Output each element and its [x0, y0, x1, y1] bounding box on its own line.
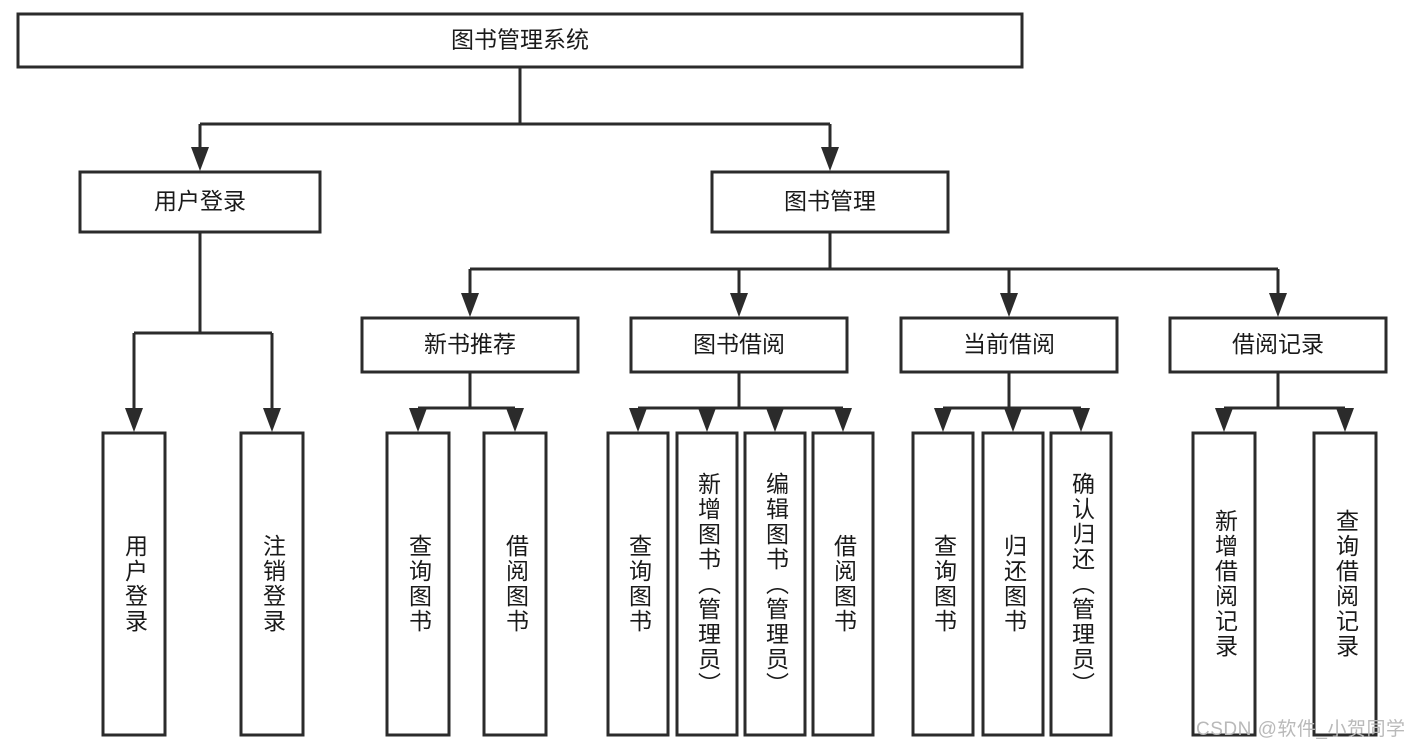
node-box-user-login[interactable] — [78, 170, 322, 234]
arrow-head — [629, 408, 647, 432]
node-box-borrow-record[interactable] — [1168, 316, 1388, 374]
node-label-new-book-recommend: 新书推荐 — [424, 331, 516, 357]
arrow-head — [506, 408, 524, 432]
node-label-current-borrow: 当前借阅 — [963, 331, 1055, 357]
arrow-head — [1004, 408, 1022, 432]
arrow-head — [1269, 293, 1287, 317]
csdn-watermark: CSDN @软件_小贺同学 — [1196, 719, 1405, 740]
node-box-leaf-edit-book[interactable] — [743, 431, 807, 737]
node-box-leaf-add-record[interactable] — [1191, 431, 1257, 737]
boxes-layer — [16, 12, 1388, 737]
node-box-new-book-recommend[interactable] — [360, 316, 580, 374]
node-box-leaf-query-book-3[interactable] — [911, 431, 975, 737]
node-box-leaf-query-book-2[interactable] — [606, 431, 670, 737]
arrow-head — [821, 147, 839, 171]
node-box-leaf-query-record[interactable] — [1312, 431, 1378, 737]
node-box-leaf-borrow-book-2[interactable] — [811, 431, 875, 737]
node-label-root: 图书管理系统 — [451, 27, 589, 53]
arrow-head — [191, 147, 209, 171]
arrow-head — [698, 408, 716, 432]
node-box-leaf-query-book-1[interactable] — [385, 431, 451, 737]
node-box-leaf-borrow-book-1[interactable] — [482, 431, 548, 737]
arrow-head — [125, 408, 143, 432]
arrow-head — [730, 293, 748, 317]
arrow-head — [1000, 293, 1018, 317]
node-box-leaf-user-login[interactable] — [101, 431, 167, 737]
node-box-current-borrow[interactable] — [899, 316, 1119, 374]
arrow-head — [461, 293, 479, 317]
node-label-user-login: 用户登录 — [154, 188, 246, 214]
node-box-book-manage[interactable] — [710, 170, 950, 234]
arrow-head — [1336, 408, 1354, 432]
node-box-leaf-return-book[interactable] — [981, 431, 1045, 737]
node-box-leaf-confirm-return[interactable] — [1049, 431, 1113, 737]
node-label-borrow-record: 借阅记录 — [1232, 331, 1324, 357]
arrow-head — [934, 408, 952, 432]
node-label-book-manage: 图书管理 — [784, 188, 876, 214]
arrow-head — [834, 408, 852, 432]
node-box-root[interactable] — [16, 12, 1024, 69]
node-box-leaf-add-book[interactable] — [675, 431, 739, 737]
node-box-leaf-logout[interactable] — [239, 431, 305, 737]
arrow-head — [1072, 408, 1090, 432]
arrow-head — [766, 408, 784, 432]
node-label-book-borrow: 图书借阅 — [693, 331, 785, 357]
node-box-book-borrow[interactable] — [629, 316, 849, 374]
arrow-head — [1215, 408, 1233, 432]
arrow-head — [409, 408, 427, 432]
arrow-head — [263, 408, 281, 432]
connectors-layer — [125, 67, 1354, 432]
